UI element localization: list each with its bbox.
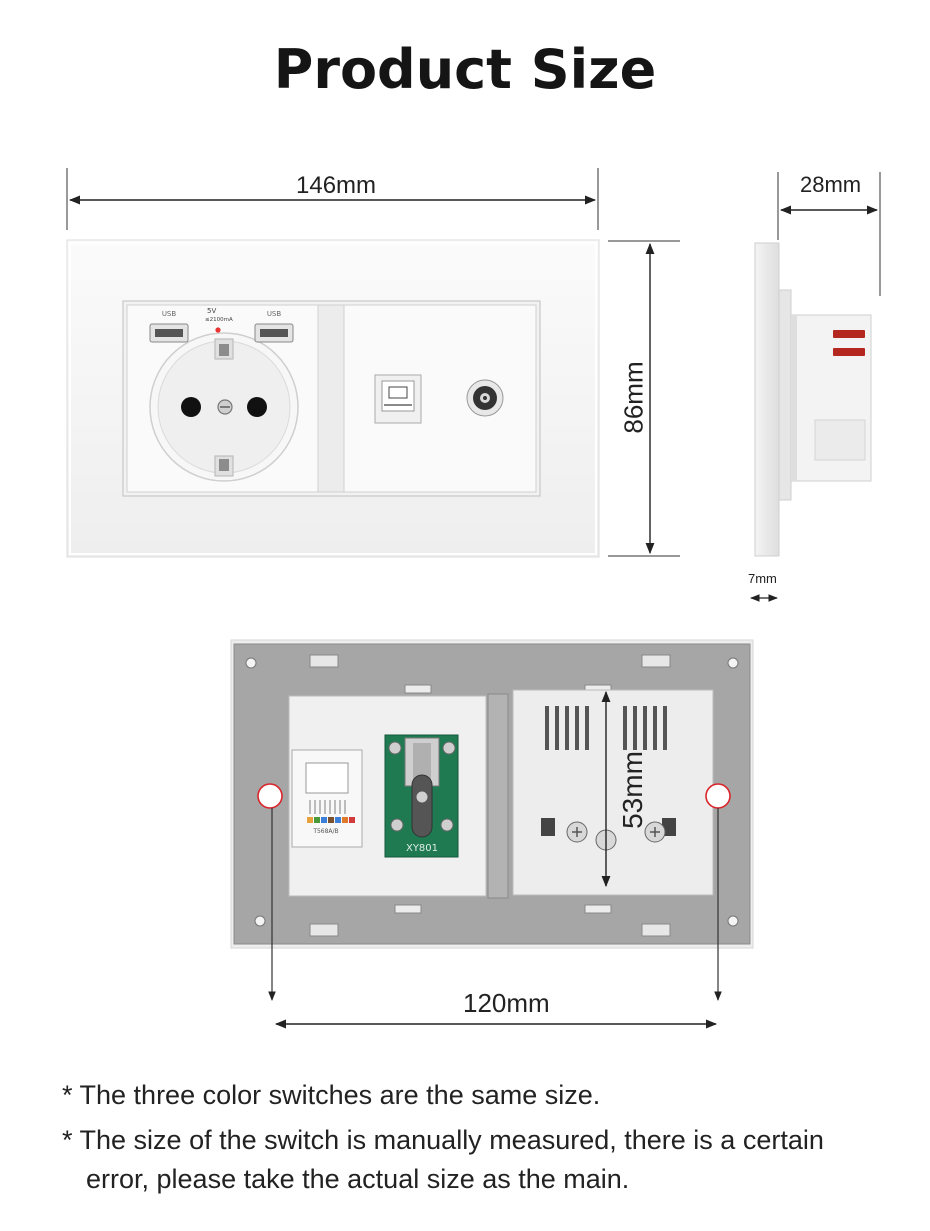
- tv-coax-outlet: [466, 379, 504, 417]
- rj45-outlet: [374, 374, 422, 424]
- mounting-hole-right: [705, 783, 731, 809]
- usb-port-right: [254, 323, 294, 343]
- tv-module-model: XY801: [406, 843, 438, 854]
- depth-label: 28mm: [800, 172, 862, 197]
- thickness-label: 7mm: [748, 571, 777, 586]
- usb-label-right: USB: [267, 310, 282, 318]
- front-plate: [66, 239, 600, 558]
- depth-dimension: [777, 172, 881, 296]
- mounting-spacing-dimension: [268, 808, 722, 1029]
- back-view: T568A/B XY801: [230, 639, 754, 949]
- note-measurement-continued: error, please take the actual size as th…: [86, 1164, 630, 1194]
- rj45-standard-label: T568A/B: [312, 828, 338, 835]
- page-title: Product Size: [273, 38, 657, 101]
- note-same-size: * The three color switches are the same …: [62, 1080, 601, 1110]
- height-label: 86mm: [618, 361, 649, 434]
- usb-rating-voltage: 5V: [207, 307, 216, 315]
- height-dimension: [608, 240, 680, 557]
- usb-rating-current: ≤2100mA: [205, 317, 233, 323]
- mounting-hole-left: [257, 783, 283, 809]
- width-dimension: [66, 168, 599, 230]
- module-height-label: 53mm: [616, 751, 648, 829]
- schuko-socket: [149, 332, 299, 482]
- usb-port-left: [149, 323, 189, 343]
- width-label: 146mm: [296, 172, 377, 199]
- note-measurement: * The size of the switch is manually mea…: [62, 1125, 824, 1155]
- usb-label-left: USB: [162, 310, 177, 318]
- mounting-spacing-label: 120mm: [463, 988, 550, 1018]
- side-view: [754, 242, 872, 557]
- indicator-led: [215, 327, 221, 333]
